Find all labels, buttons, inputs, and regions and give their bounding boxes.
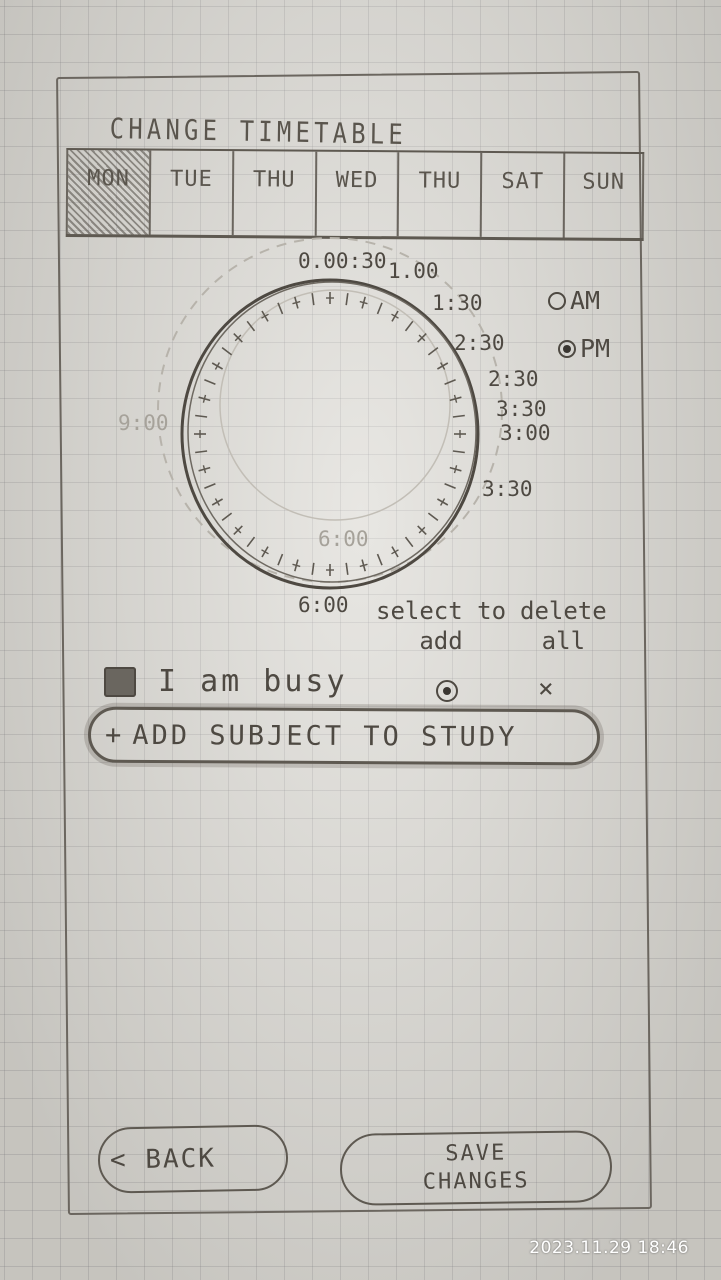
dial-tick-cross bbox=[439, 362, 446, 370]
legend-select-line1: select to bbox=[376, 597, 507, 625]
dial-tick bbox=[195, 450, 208, 454]
dial-tick bbox=[452, 450, 465, 454]
label-six-inner: 6:00 bbox=[318, 527, 369, 551]
label-nine: 9:00 bbox=[118, 411, 169, 435]
label-six: 6:00 bbox=[298, 593, 349, 617]
dial-tick-cross bbox=[418, 334, 426, 342]
dial-tick bbox=[311, 562, 315, 575]
dial-tick-cross bbox=[292, 563, 301, 568]
dial-tick-cross bbox=[261, 549, 269, 555]
dial-tick-cross bbox=[359, 300, 368, 305]
busy-color-swatch bbox=[104, 666, 136, 697]
dial-tick bbox=[221, 346, 233, 356]
add-subject-label: ADD SUBJECT TO STUDY bbox=[132, 719, 518, 753]
legend-select-line2: add bbox=[419, 627, 463, 655]
dial-tick bbox=[204, 482, 216, 490]
page-title: CHANGE TIMETABLE bbox=[109, 112, 408, 152]
dial-tick bbox=[277, 553, 284, 566]
dial-tick bbox=[246, 320, 256, 332]
tab-thu[interactable]: THU bbox=[231, 151, 315, 236]
am-option[interactable]: AM bbox=[548, 286, 600, 315]
busy-row[interactable]: I am busy bbox=[104, 664, 348, 699]
dial-tick bbox=[427, 512, 439, 522]
dial-tick bbox=[195, 414, 208, 418]
am-radio[interactable] bbox=[548, 291, 566, 310]
plus-icon: + bbox=[104, 719, 125, 751]
dial-tick-cross bbox=[453, 465, 458, 474]
tab-tue[interactable]: TUE bbox=[148, 150, 233, 236]
am-label: AM bbox=[570, 286, 601, 315]
dial-tick-cross bbox=[214, 362, 221, 370]
dial-outline-echo bbox=[187, 281, 477, 583]
time-dial[interactable]: 0.00:30 1.00 1:30 2:30 2:30 3:30 3:00 3:… bbox=[118, 237, 551, 617]
dial-tick bbox=[427, 346, 439, 356]
tab-sat[interactable]: SAT bbox=[480, 152, 564, 238]
label-three: 3:00 bbox=[500, 421, 551, 445]
dial-tick bbox=[376, 302, 383, 315]
label-three-thirty-outer: 3:30 bbox=[482, 477, 533, 501]
photo-timestamp: 2023.11.29 18:46 bbox=[529, 1238, 689, 1258]
tab-mon[interactable]: MON bbox=[65, 149, 150, 235]
pm-label: PM bbox=[580, 334, 611, 363]
dial-tick bbox=[204, 378, 216, 386]
dial-tick-cross bbox=[214, 498, 221, 506]
back-button[interactable]: < BACK bbox=[97, 1124, 289, 1194]
dial-tick-cross bbox=[292, 300, 301, 305]
dial-tick bbox=[345, 562, 349, 575]
label-three-thirty: 3:30 bbox=[496, 397, 547, 421]
dial-tick bbox=[311, 293, 315, 306]
dial-tick-cross bbox=[359, 563, 368, 568]
dial-tick-cross bbox=[261, 313, 269, 319]
dial-tick bbox=[246, 536, 256, 548]
dial-tick-cross bbox=[439, 498, 446, 506]
dial-tick bbox=[452, 414, 465, 418]
busy-delete-icon[interactable]: × bbox=[538, 674, 554, 704]
tab-wed[interactable]: WED bbox=[314, 151, 398, 237]
dial-tick-cross bbox=[234, 526, 242, 534]
dial-tick bbox=[277, 302, 284, 315]
dial-ticks bbox=[194, 292, 466, 576]
dial-tick bbox=[404, 320, 414, 332]
dial-tick-cross bbox=[202, 394, 207, 403]
label-one-thirty: 1:30 bbox=[432, 291, 483, 315]
label-one: 1.00 bbox=[388, 259, 439, 283]
pm-radio[interactable] bbox=[558, 339, 576, 358]
dial-tick bbox=[444, 378, 456, 386]
dial-tick-cross bbox=[202, 465, 207, 474]
label-top: 0.00:30 bbox=[298, 249, 387, 273]
save-changes-button[interactable]: SAVE CHANGES bbox=[339, 1130, 613, 1206]
dial-ghost-inner-circle bbox=[219, 289, 451, 521]
tab-sun[interactable]: SUN bbox=[562, 153, 645, 239]
busy-add-radio[interactable] bbox=[436, 680, 458, 702]
add-subject-button[interactable]: + ADD SUBJECT TO STUDY bbox=[87, 706, 601, 766]
legend-delete-line2: all bbox=[541, 627, 586, 655]
dial-tick-cross bbox=[391, 549, 399, 555]
dial-tick-cross bbox=[234, 334, 242, 342]
dial-tick bbox=[376, 553, 383, 566]
legend-select: select to add bbox=[376, 596, 506, 656]
dial-tick-cross bbox=[391, 313, 399, 319]
tab-thu-2[interactable]: THU bbox=[397, 152, 481, 237]
day-tabs: MON TUE THU WED THU SAT SUN bbox=[65, 147, 645, 242]
dial-tick-cross bbox=[453, 394, 458, 403]
legend-delete-line1: delete bbox=[520, 597, 607, 625]
dial-tick bbox=[345, 293, 349, 306]
dial-tick bbox=[404, 536, 414, 548]
dial-tick bbox=[221, 512, 233, 522]
pm-option[interactable]: PM bbox=[558, 334, 610, 363]
dial-tick-cross bbox=[418, 526, 426, 534]
label-two-thirty-b: 2:30 bbox=[488, 367, 539, 391]
dial-tick bbox=[444, 482, 456, 490]
label-two-thirty-a: 2:30 bbox=[454, 331, 505, 355]
busy-label: I am busy bbox=[158, 664, 348, 699]
dial-outline bbox=[180, 278, 480, 590]
legend-delete: delete all bbox=[520, 596, 607, 656]
